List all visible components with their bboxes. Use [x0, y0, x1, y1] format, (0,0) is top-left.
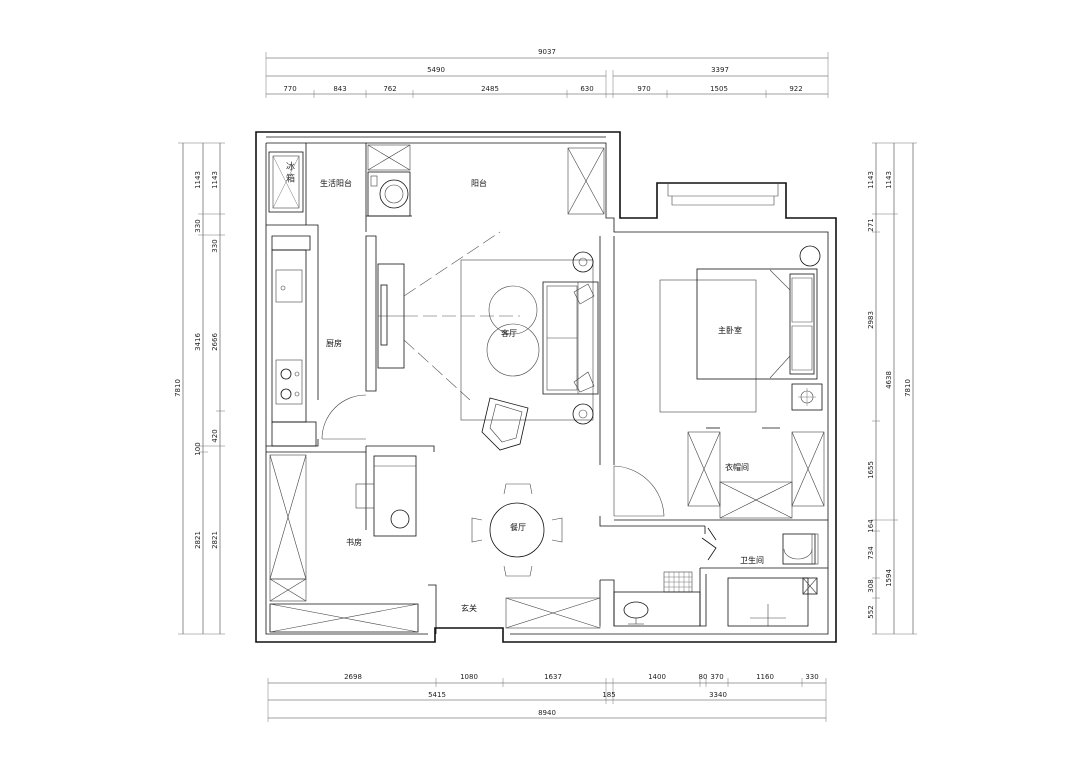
- cabinets: [269, 144, 825, 633]
- bathroom-fixtures: [613, 527, 819, 627]
- dim-left-overall: 7810: [174, 379, 182, 397]
- label-master-bedroom: 主卧室: [718, 325, 742, 335]
- dim-right-inner: 1655: [867, 461, 875, 479]
- bedroom-door: [613, 465, 665, 517]
- dim-right-inner: 552: [867, 605, 875, 618]
- dim-top-left-group: 5490: [427, 66, 445, 74]
- dim-left-inner: 330: [211, 239, 219, 252]
- dim-left-inner: 420: [211, 429, 219, 442]
- label-fridge: 冰 箱: [284, 160, 295, 183]
- dim-left-outer: 2821: [194, 531, 202, 549]
- label-bathroom: 卫生间: [740, 555, 764, 565]
- walls: [255, 131, 837, 643]
- dim-bottom-overall: 8940: [538, 709, 556, 717]
- label-walk-in-closet: 衣帽间: [725, 462, 749, 472]
- stove: [275, 359, 303, 405]
- dim-right-inner: 2983: [867, 311, 875, 329]
- dim-right-inner: 734: [867, 546, 875, 560]
- kitchen-counter: [271, 235, 317, 447]
- dim-bottom-left-group: 5415: [428, 691, 446, 699]
- dim-top-overall: 9037: [538, 48, 556, 56]
- dim-top-seg: 1505: [710, 85, 728, 93]
- dim-bottom-seg: 1400: [648, 673, 666, 681]
- dim-bottom-seg: 1160: [756, 673, 774, 681]
- dim-bottom-seg: 1080: [460, 673, 478, 681]
- dining-table: [471, 483, 563, 577]
- label-living-room: 客厅: [501, 328, 517, 338]
- fridge: [268, 151, 304, 213]
- dim-top-seg: 970: [637, 85, 650, 93]
- dim-left-outer: 3416: [194, 333, 202, 351]
- dim-right-inner: 271: [867, 218, 875, 231]
- dim-bottom-gap: 185: [602, 691, 615, 699]
- dim-top-right-group: 3397: [711, 66, 729, 74]
- dim-bottom-seg: 80: [699, 673, 708, 681]
- dim-bottom-seg: 1637: [544, 673, 562, 681]
- dim-right-outer: 4638: [885, 371, 893, 389]
- dim-right-inner: 308: [867, 579, 875, 592]
- dim-top-seg: 762: [383, 85, 396, 93]
- label-dining-room: 餐厅: [510, 523, 526, 532]
- label-kitchen: 厨房: [326, 338, 342, 348]
- dim-left-inner: 2821: [211, 531, 219, 549]
- dim-right-inner: 164: [867, 519, 875, 533]
- label-balcony: 阳台: [471, 178, 487, 188]
- label-entrance: 玄关: [461, 603, 477, 613]
- dim-left-outer: 1143: [194, 171, 202, 189]
- washing-machine: [367, 171, 411, 217]
- sightlines: [403, 231, 520, 401]
- dim-top-seg: 922: [789, 85, 802, 93]
- dim-bottom-right-group: 3340: [709, 691, 727, 699]
- dim-right-outer: 1143: [885, 171, 893, 189]
- dim-bottom-seg: 2698: [344, 673, 362, 681]
- dim-top-seg: 770: [283, 85, 296, 93]
- dim-top-seg: 843: [333, 85, 346, 93]
- living-furniture: [460, 251, 599, 451]
- dim-left-outer: 100: [194, 442, 202, 455]
- dim-bottom-seg: 370: [710, 673, 723, 681]
- tv-wall: [377, 263, 405, 369]
- dimension-lines: [178, 52, 917, 722]
- dim-right-overall: 7810: [904, 379, 912, 397]
- bedroom-furniture: [659, 245, 823, 413]
- dim-left-inner: 1143: [211, 171, 219, 189]
- label-utility-balcony: 生活阳台: [320, 178, 352, 188]
- dim-top-seg: 630: [580, 85, 593, 93]
- study-desk: [355, 455, 417, 537]
- dim-bottom-seg: 330: [805, 673, 818, 681]
- dim-left-inner: 2666: [211, 333, 219, 351]
- dim-right-outer: 1594: [885, 569, 893, 587]
- kitchen-door: [321, 394, 367, 440]
- dim-top-seg: 2485: [481, 85, 499, 93]
- dim-left-outer: 330: [194, 219, 202, 232]
- dim-right-inner: 1143: [867, 171, 875, 189]
- label-study: 书房: [346, 537, 362, 547]
